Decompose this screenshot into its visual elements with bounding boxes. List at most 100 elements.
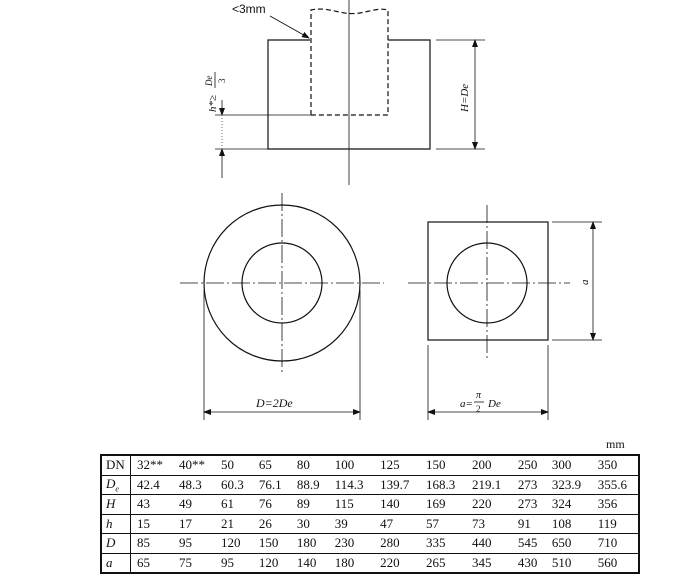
table-cell: 17	[173, 513, 215, 534]
table-cell: 115	[328, 494, 375, 514]
table-cell: 26	[252, 513, 291, 534]
table-cell: 85	[130, 533, 174, 553]
table-cell: 220	[465, 494, 512, 514]
row-header: DN	[101, 454, 131, 475]
table-cell: 250	[511, 454, 546, 475]
table-cell: 76	[252, 494, 291, 514]
D-label: D=2De	[255, 396, 293, 410]
a-formula: a= π 2 De	[460, 390, 501, 414]
table-cell: 76.1	[252, 474, 291, 495]
table-cell: 21	[214, 513, 253, 534]
table-cell: 230	[328, 533, 375, 553]
table-cell: 120	[214, 533, 253, 553]
a-formula-prefix: a=	[460, 398, 473, 410]
table-cell: 510	[545, 552, 592, 573]
table-cell: 95	[214, 552, 253, 573]
table-cell: 42.4	[130, 474, 174, 495]
table-cell: 140	[290, 552, 329, 573]
table-cell: 300	[545, 454, 592, 475]
table-cell: 273	[511, 474, 546, 495]
table-cell: 180	[290, 533, 329, 553]
table-cell: 50	[214, 454, 253, 475]
table-cell: 91	[511, 513, 546, 534]
table-cell: 15	[130, 513, 174, 534]
table-cell: 180	[328, 552, 375, 573]
table-cell: 150	[252, 533, 291, 553]
square-view	[408, 205, 602, 420]
pipe-dashed	[310, 8, 389, 116]
table-cell: 65	[252, 454, 291, 475]
a-vertical-label: a	[579, 279, 591, 285]
unit-label: mm	[606, 437, 625, 451]
gap-label: <3mm	[232, 2, 266, 16]
table-cell: 49	[173, 494, 215, 514]
table-cell: 73	[465, 513, 512, 534]
table-cell: 57	[420, 513, 466, 534]
table-cell: 200	[465, 454, 512, 475]
table-cell: 140	[374, 494, 421, 514]
table-cell: 650	[545, 533, 592, 553]
table-cell: 356	[591, 494, 639, 514]
table-cell: 139.7	[374, 474, 421, 495]
row-header: h	[101, 513, 131, 534]
H-label: H=De	[459, 84, 471, 113]
table-cell: 324	[545, 494, 592, 514]
table-cell: 65	[130, 552, 174, 573]
table-cell: 125	[374, 454, 421, 475]
table-cell: 219.1	[465, 474, 512, 495]
table-cell: 265	[420, 552, 466, 573]
table-cell: 710	[591, 533, 639, 553]
table-cell: 114.3	[328, 474, 375, 495]
table-cell: 150	[420, 454, 466, 475]
table-cell: 48.3	[173, 474, 215, 495]
table-cell: 120	[252, 552, 291, 573]
table-cell: 168.3	[420, 474, 466, 495]
leader-gap	[269, 15, 310, 39]
table-cell: 95	[173, 533, 215, 553]
table-cell: 80	[290, 454, 329, 475]
table-cell: 47	[374, 513, 421, 534]
h-frac-num: De	[204, 76, 214, 88]
table-cell: 100	[328, 454, 375, 475]
table-cell: 440	[465, 533, 512, 553]
square-outline	[427, 221, 549, 341]
row-header: H	[101, 494, 131, 514]
table-cell: 39	[328, 513, 375, 534]
table-cell: 30	[290, 513, 329, 534]
table-cell: 220	[374, 552, 421, 573]
a-formula-suffix: De	[487, 398, 501, 410]
table-cell: 61	[214, 494, 253, 514]
table-cell: 89	[290, 494, 329, 514]
table-cell: 32**	[130, 454, 174, 475]
table-cell: 323.9	[545, 474, 592, 495]
table-cell: 40**	[173, 454, 215, 475]
h-label-text: h*≥	[207, 95, 219, 112]
table-cell: 273	[511, 494, 546, 514]
elevation-view	[215, 0, 485, 185]
table-cell: 108	[545, 513, 592, 534]
row-header: a	[101, 552, 131, 573]
table-cell: 560	[591, 552, 639, 573]
table-cell: 88.9	[290, 474, 329, 495]
table-cell: 335	[420, 533, 466, 553]
table-cell: 280	[374, 533, 421, 553]
table-cell: 355.6	[591, 474, 639, 495]
table-cell: 545	[511, 533, 546, 553]
table-cell: 430	[511, 552, 546, 573]
table-cell: 43	[130, 494, 174, 514]
a-frac-den: 2	[476, 404, 481, 414]
row-header: De	[101, 474, 131, 495]
round-view	[180, 193, 384, 420]
row-header: D	[101, 533, 131, 553]
table-cell: 169	[420, 494, 466, 514]
h-label: h*≥ De 3	[204, 72, 227, 112]
